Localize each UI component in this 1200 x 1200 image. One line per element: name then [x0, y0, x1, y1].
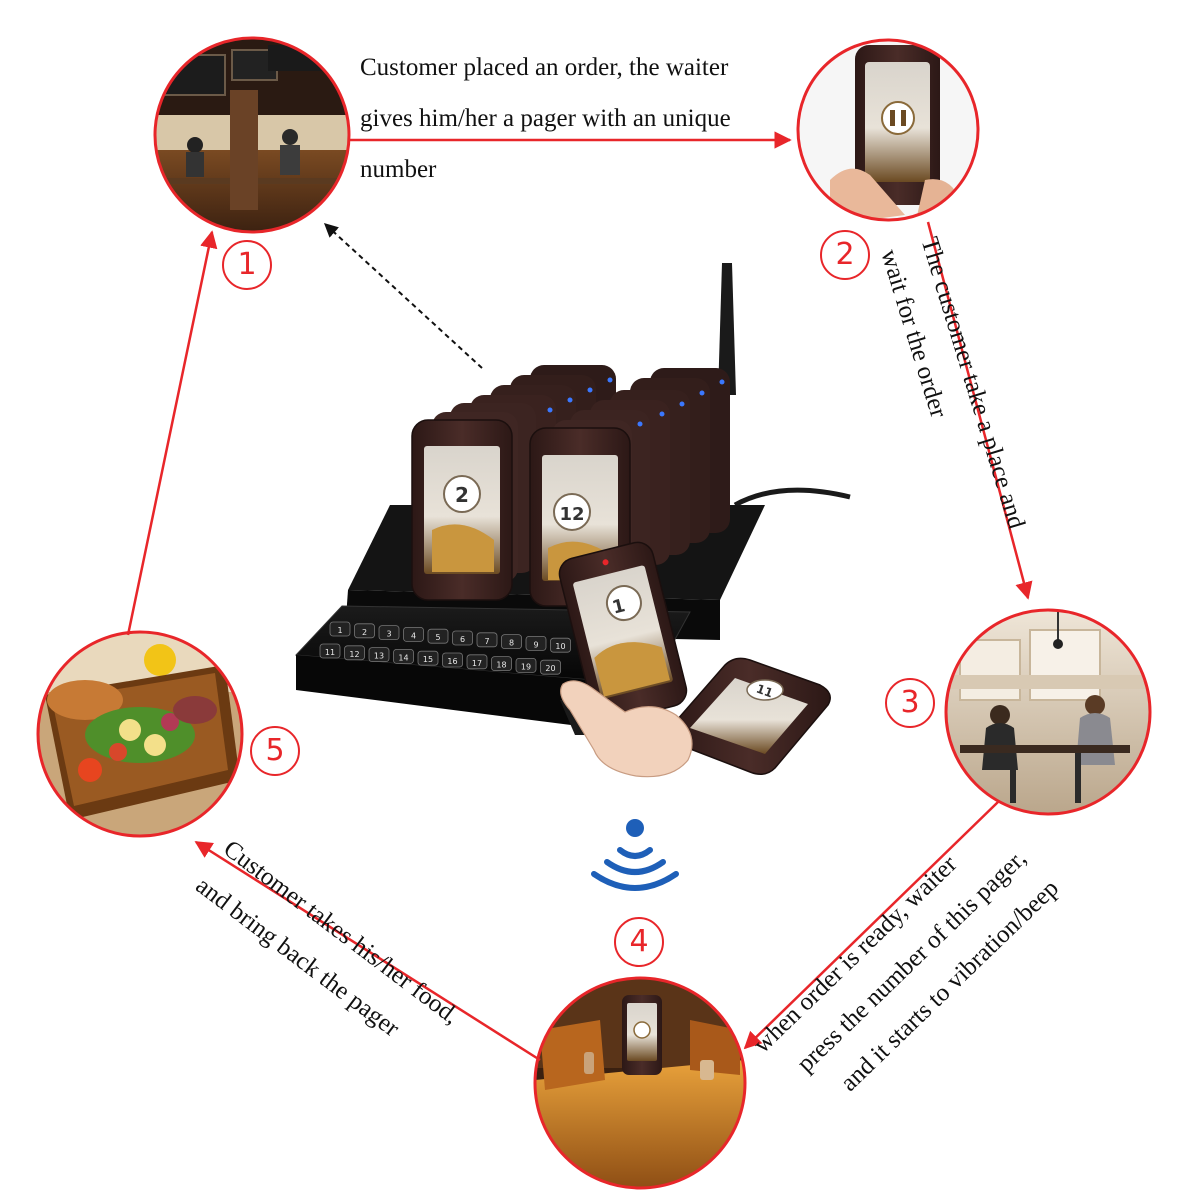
keypad-key-label: 5 [435, 633, 440, 642]
keypad-key-label: 17 [472, 659, 482, 668]
pager-label-1: 1 [610, 595, 627, 618]
keypad-key-label: 3 [386, 630, 391, 639]
keypad-key-label: 4 [411, 631, 416, 640]
pager-number-11 [668, 657, 831, 775]
step3-photo-frame [944, 608, 1152, 816]
pager-label-12: 12 [559, 504, 584, 525]
keypad-key: 3 [378, 625, 400, 640]
keypad-key: 12 [344, 645, 365, 661]
keypad-key: 8 [501, 634, 522, 649]
step-2-badge: 2 [820, 230, 870, 280]
keypad-key: 4 [403, 627, 424, 642]
keypad-key: 15 [417, 650, 439, 666]
keypad-key-label: 14 [398, 653, 408, 662]
pager-stack-right [529, 368, 730, 607]
keypad-key-label: 8 [509, 639, 514, 648]
arrow-step4-to-step5 [194, 840, 541, 1062]
step-4-badge: 4 [614, 917, 664, 967]
keypad-key-label: 19 [521, 662, 531, 671]
step3-photo-cafe-waiting [946, 610, 1150, 814]
arrow-step5-to-step1 [126, 230, 218, 636]
step-1-badge: 1 [222, 240, 272, 290]
arrow-step2-to-step3 [926, 221, 1033, 600]
keypad-key-label: 13 [374, 652, 384, 661]
step5-photo-food-platter [38, 632, 242, 836]
antenna [718, 263, 736, 395]
step1-caption: Customer placed an order, the waiter giv… [360, 48, 731, 190]
arrow-dashed-return-to-step1 [323, 223, 483, 369]
keypad-key: 19 [515, 658, 537, 673]
keypad-key-label: 7 [484, 637, 489, 646]
step1-caption-line-2: gives him/her a pager with an unique [360, 105, 731, 132]
power-cable [733, 487, 851, 508]
keypad-key-label: 18 [496, 661, 506, 670]
keypad-key: 13 [368, 647, 390, 662]
keypad-key: 16 [442, 652, 463, 668]
keypad-key: 11 [319, 643, 341, 659]
keypad-key-label: 2 [362, 628, 367, 637]
pager-number-1 [558, 541, 688, 723]
pager-label-2: 2 [455, 483, 469, 507]
keypad-key-label: 10 [555, 642, 565, 651]
keypad-key-label: 12 [349, 650, 359, 659]
keypad-key: 5 [427, 628, 449, 644]
step-5-badge: 5 [250, 726, 300, 776]
step2-photo-frame [796, 38, 980, 222]
arrow-step3-to-step4 [743, 801, 999, 1050]
keypad-key: 7 [476, 632, 498, 648]
step1-photo-frame [153, 36, 351, 234]
step1-photo-coffee-shop [155, 38, 349, 232]
keypad-key: 14 [393, 649, 414, 664]
keypad-key: 10 [550, 637, 571, 653]
step1-caption-line-1: Customer placed an order, the waiter [360, 54, 729, 81]
keypad-key-label: 1 [337, 626, 342, 635]
step5-photo-frame [36, 630, 244, 838]
step1-caption-line-3: number [360, 156, 437, 183]
keypad-key-label: 9 [533, 640, 538, 649]
keypad-key: 17 [466, 654, 488, 670]
keypad-key: 1 [329, 621, 351, 637]
keypad-key: 9 [525, 636, 547, 651]
step4-photo-frame [533, 976, 747, 1190]
keypad-key: 20 [540, 659, 561, 675]
pointing-hand [560, 680, 693, 778]
keypad-key: 6 [452, 630, 473, 646]
keypad-key: 2 [354, 623, 375, 639]
step4-photo-pager-on-table [535, 978, 745, 1188]
step-3-badge: 3 [885, 678, 935, 728]
wireless-signal-icon [591, 819, 679, 891]
keypad-key: 18 [491, 656, 512, 671]
keypad-key-label: 16 [447, 657, 457, 666]
keypad-key-label: 15 [423, 655, 433, 664]
keypad-key-label: 6 [460, 635, 465, 644]
step2-photo-pager-in-hand [798, 40, 978, 220]
keypad-key-label: 20 [545, 664, 555, 673]
pager-label-11: 11 [754, 682, 774, 701]
keypad-key-label: 11 [325, 648, 335, 657]
